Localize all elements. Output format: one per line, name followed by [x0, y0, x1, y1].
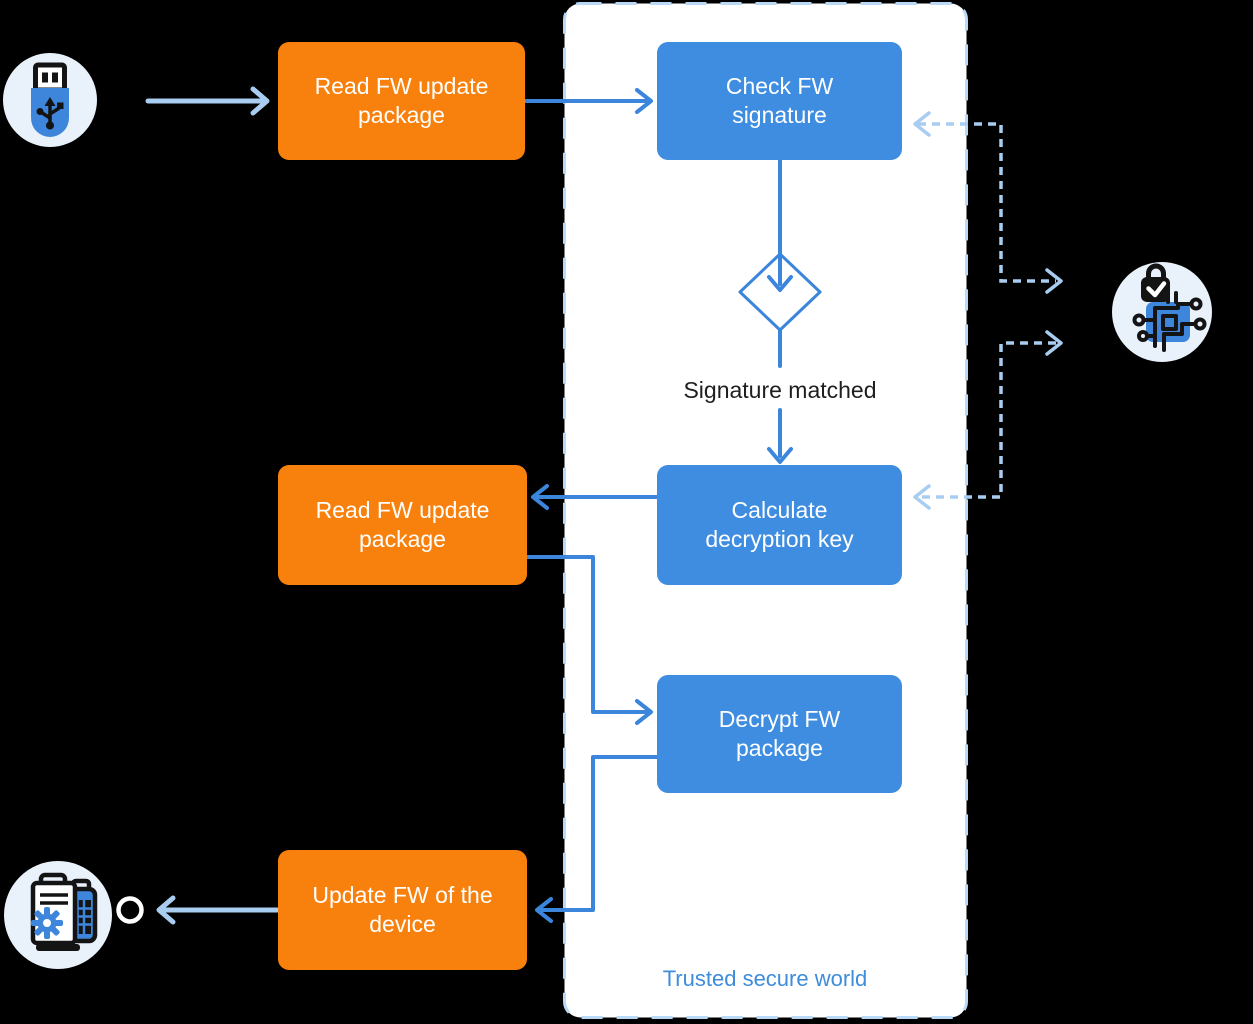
- end-state-circle: [116, 896, 144, 924]
- node-read-fw-update-package-2: Read FW update package: [278, 465, 527, 585]
- dashed-connectors: [913, 111, 1063, 510]
- device-firmware-icon: [3, 860, 113, 970]
- solid-connectors: [523, 88, 793, 923]
- node-label: Read FW update package: [314, 73, 489, 128]
- arrowhead-left-icon: [913, 484, 931, 510]
- node-read-fw-update-package-1: Read FW update package: [278, 42, 525, 160]
- node-calculate-decryption-key: Calculate decryption key: [657, 465, 902, 585]
- arrowhead-right-icon: [1045, 330, 1063, 356]
- arrowhead-left-icon: [156, 895, 176, 925]
- node-decrypt-fw-package: Decrypt FW package: [657, 675, 902, 793]
- node-label: Decrypt FW package: [718, 706, 841, 761]
- arrowhead-right-icon: [1045, 268, 1063, 294]
- node-check-fw-signature: Check FW signature: [657, 42, 902, 160]
- arrowhead-right-icon: [635, 699, 653, 725]
- arrowhead-down-icon: [767, 275, 793, 292]
- lock-check-icon: [1141, 263, 1170, 302]
- device-firmware-icon: [4, 861, 112, 969]
- node-label: Update FW of the device: [312, 882, 493, 937]
- node-label: Calculate decryption key: [705, 497, 854, 552]
- arrowhead-left-icon: [531, 484, 549, 510]
- arrowhead-right-icon: [635, 88, 653, 114]
- arrowhead-left-icon: [535, 897, 553, 923]
- arrowhead-left-icon: [913, 111, 931, 137]
- arrowhead-down-icon: [767, 447, 793, 464]
- gear-icon: [31, 907, 63, 939]
- secure-element-chip-icon: [1112, 262, 1212, 362]
- node-update-fw-of-device: Update FW of the device: [278, 850, 527, 970]
- arrowhead-right-icon: [250, 86, 270, 116]
- edge-label-signature-matched: Signature matched: [683, 377, 877, 403]
- light-connectors: [145, 86, 281, 925]
- usb-flash-drive-icon: [2, 52, 98, 148]
- trusted-secure-world-label: Trusted secure world: [662, 966, 868, 991]
- secure-element-chip-icon: [1110, 260, 1214, 364]
- node-label: Check FW signature: [725, 73, 834, 128]
- usb-flash-drive-icon: [3, 53, 97, 147]
- node-label: Read FW update package: [315, 497, 490, 552]
